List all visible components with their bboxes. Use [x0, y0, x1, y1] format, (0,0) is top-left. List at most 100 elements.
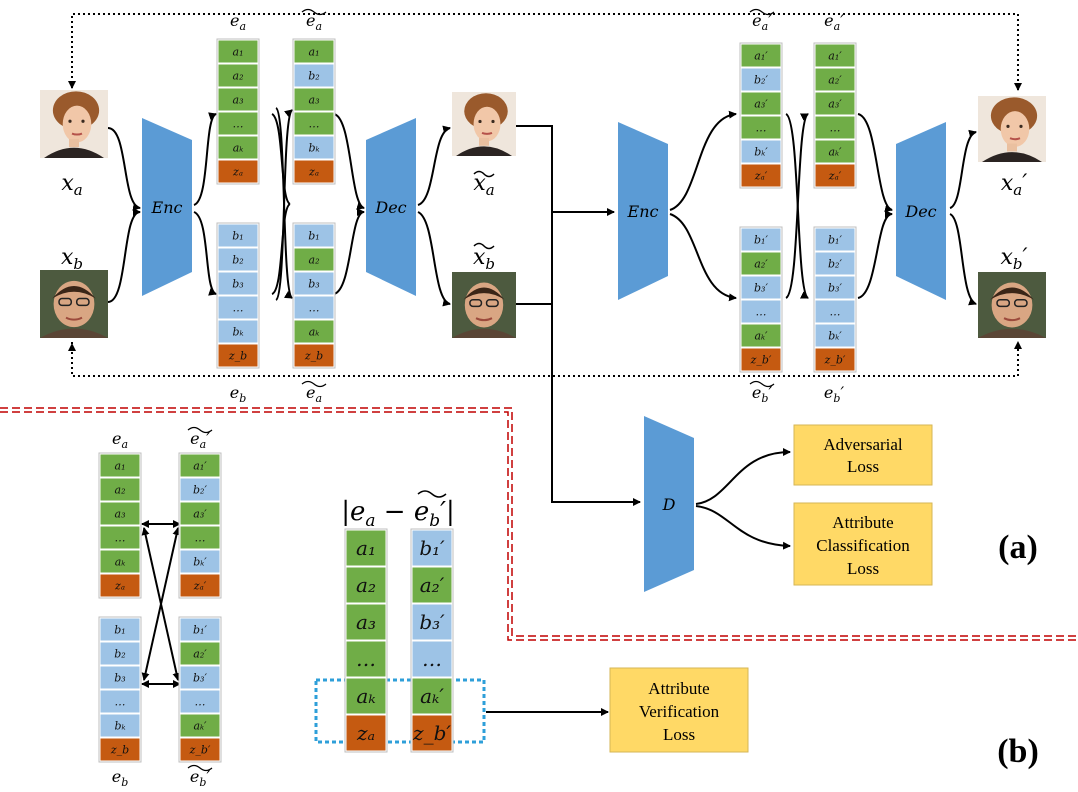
- col-e-a-tilde-prime-cell-label: b₂′: [754, 73, 768, 86]
- col-e-b-tilde-prime-cell: [740, 347, 782, 372]
- col-e-b-tilde-prime-cell: [740, 323, 782, 348]
- big-col-e-a-cell: [345, 529, 387, 567]
- b-col-e-a-tilde-prime-cell: [179, 477, 221, 502]
- b-col-e-a-tilde-prime-cell-label: bₖ′: [193, 555, 207, 568]
- col-e-b-tilde-cell: [293, 223, 335, 248]
- col-e-a-tilde-cell: [293, 111, 335, 136]
- verification-loss-box: Attribute Verification Loss: [609, 667, 749, 753]
- face-images: [40, 90, 1046, 338]
- b-col-e-b-cell-label: b₂: [114, 647, 125, 660]
- b-col-e-a-tilde-prime-cell: [179, 549, 221, 574]
- col-e-a-tilde-cell-label: zₐ: [308, 165, 319, 178]
- b-e-a-label: ea: [112, 429, 128, 451]
- col-e-b-tilde-cell-label: aₖ: [309, 325, 320, 338]
- col-e-b-tilde-cell-label: …: [309, 301, 320, 314]
- panel-b-label: (b): [997, 733, 1039, 770]
- big-col-e-b-tilde-prime-cell-label: b₁′: [419, 536, 445, 560]
- face-woman-recon: [978, 96, 1046, 162]
- col-e-b-tilde-prime-cell: [740, 299, 782, 324]
- col-e-b-tilde-cell: [293, 247, 335, 272]
- big-col-e-a-cell-label: a₃: [356, 610, 376, 634]
- col-e-a-tilde-cell: [293, 135, 335, 160]
- col-e-b-tilde-prime: b₁′a₂′b₃′…aₖ′z_b′: [739, 226, 783, 373]
- col-e-a-tilde-cell: [293, 63, 335, 88]
- b-col-e-b-tilde-prime-cell: [179, 665, 221, 690]
- col-e-b-prime-cell: [814, 275, 856, 300]
- b-col-e-b-cell: [99, 617, 141, 642]
- col-e-a-prime-cell-label: aₖ′: [828, 145, 842, 158]
- col-e-b-tilde-prime-cell: [740, 227, 782, 252]
- bottom-dotted-loop: [71, 341, 1022, 377]
- col-e-a-tilde-prime-cell: [740, 67, 782, 92]
- col-e-b-tilde-cell-label: b₁: [308, 229, 319, 242]
- col-e-a-tilde-cell: [293, 39, 335, 64]
- panel-divider: [0, 407, 1078, 641]
- b-col-e-a-tilde-prime-cell: [179, 525, 221, 550]
- big-col-e-b-tilde-prime-cell: [411, 677, 453, 715]
- big-col-e-a-cell-label: …: [356, 647, 376, 671]
- big-col-e-b-tilde-prime-cell: [411, 603, 453, 641]
- face-woman-input: [40, 90, 108, 158]
- big-col-e-b-tilde-prime-cell-label: aₖ′: [420, 684, 444, 708]
- col-e-b-tilde-cell: [293, 271, 335, 296]
- decoder-1: [366, 118, 416, 296]
- col-e-b-tilde-cell: [293, 319, 335, 344]
- e-b-prime-label: eb′: [824, 383, 845, 405]
- big-col-e-b-tilde-prime-cell-label: …: [422, 647, 442, 671]
- adversarial-loss-box: Adversarial Loss: [793, 424, 933, 486]
- col-e-a-tilde-cell: [293, 159, 335, 184]
- col-e-a-prime-cell: [814, 163, 856, 188]
- disc-label: D: [662, 495, 676, 514]
- col-e-a-tilde-cell-label: …: [309, 117, 320, 130]
- col-e-b-cell: [217, 247, 259, 272]
- b-col-e-b-tilde-prime-cell-label: z_b′: [189, 743, 211, 756]
- col-e-a-prime-cell: [814, 67, 856, 92]
- x-b-label: xb: [61, 245, 83, 273]
- b-col-e-a-tilde-prime-cell-label: b₂′: [193, 483, 207, 496]
- col-e-a-cell-label: a₂: [233, 69, 244, 82]
- b-col-e-b-cell-label: b₃: [114, 671, 125, 684]
- b-col-e-b-tilde-prime-cell-label: …: [195, 695, 206, 708]
- col-e-b-tilde-prime-cell: [740, 275, 782, 300]
- verification-loss-line-2: Verification: [639, 702, 720, 721]
- col-e-a-tilde-prime-cell-label: a₃′: [754, 97, 768, 110]
- b-col-e-b-cell: [99, 737, 141, 762]
- col-e-a-tilde-prime-cell: [740, 43, 782, 68]
- b-col-e-a-tilde-prime-cell-label: a₁′: [193, 459, 207, 472]
- col-e-b-tilde-prime-cell-label: …: [756, 305, 767, 318]
- col-e-a-prime: a₁′a₂′a₃′…aₖ′zₐ′: [813, 42, 857, 189]
- col-e-a-cell: [217, 135, 259, 160]
- decoder-2: [896, 122, 946, 300]
- col-e-a-cell-label: zₐ: [232, 165, 243, 178]
- col-e-a-tilde-prime-cell: [740, 163, 782, 188]
- x-a-prime-label: xa′: [1001, 171, 1027, 199]
- latent-columns: a₁a₂a₃…aₖzₐa₁b₂a₃…bₖzₐb₁b₂b₃…bₖz_bb₁a₂b₃…: [98, 38, 857, 763]
- b-col-e-b-cell-label: bₖ: [114, 719, 125, 732]
- col-e-a-tilde-cell-label: a₃: [309, 93, 320, 106]
- col-e-b-tilde-prime-cell-label: b₁′: [754, 233, 768, 246]
- enc-label-2: Enc: [627, 202, 659, 221]
- col-e-a-prime-cell: [814, 115, 856, 140]
- col-e-a-prime-cell-label: a₃′: [828, 97, 842, 110]
- col-e-a-prime-cell: [814, 91, 856, 116]
- encoder-1: [142, 118, 192, 296]
- b-col-e-b-tilde-prime-cell-label: aₖ′: [193, 719, 207, 732]
- b-col-e-b-cell-label: …: [115, 695, 126, 708]
- col-e-b-cell: [217, 343, 259, 368]
- col-e-a-tilde-prime-cell: [740, 139, 782, 164]
- b-e-b-label: eb: [112, 767, 129, 789]
- big-col-e-b-tilde-prime-cell-label: a₂′: [420, 573, 445, 597]
- col-e-b-cell: [217, 271, 259, 296]
- b-col-e-b-cell: [99, 665, 141, 690]
- verification-loss-line-1: Attribute: [648, 679, 709, 698]
- b-col-e-a-tilde-prime-cell: [179, 501, 221, 526]
- big-col-e-b-tilde-prime-cell-label: z_b′: [412, 721, 451, 745]
- col-e-b-prime-cell: [814, 323, 856, 348]
- abs-formula-label: |ea − eb′|: [341, 497, 455, 531]
- b-col-e-b-tilde-prime-cell: [179, 737, 221, 762]
- big-col-e-b-tilde-prime-cell: [411, 566, 453, 604]
- big-col-e-a-cell-label: a₁: [356, 536, 376, 560]
- col-e-b-prime-cell: [814, 227, 856, 252]
